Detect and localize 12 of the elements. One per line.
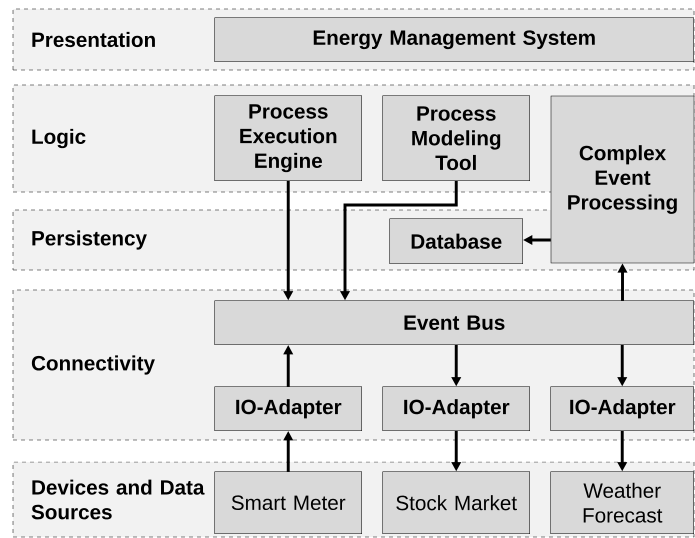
component-box: Smart Meter [214, 471, 362, 534]
component-box: IO-Adapter [214, 386, 362, 431]
component-box: Stock Market [382, 471, 530, 534]
component-box: Process Modeling Tool [382, 95, 530, 181]
component-box: IO-Adapter [550, 386, 694, 431]
component-box: Complex Event Processing [550, 96, 694, 264]
component-box: Weather Forecast [550, 471, 694, 534]
component-box: Database [389, 218, 523, 264]
component-box: Process Execution Engine [214, 95, 362, 181]
component-box: Energy Management System [214, 17, 694, 62]
component-box: Event Bus [214, 300, 694, 345]
component-box: IO-Adapter [382, 386, 530, 431]
